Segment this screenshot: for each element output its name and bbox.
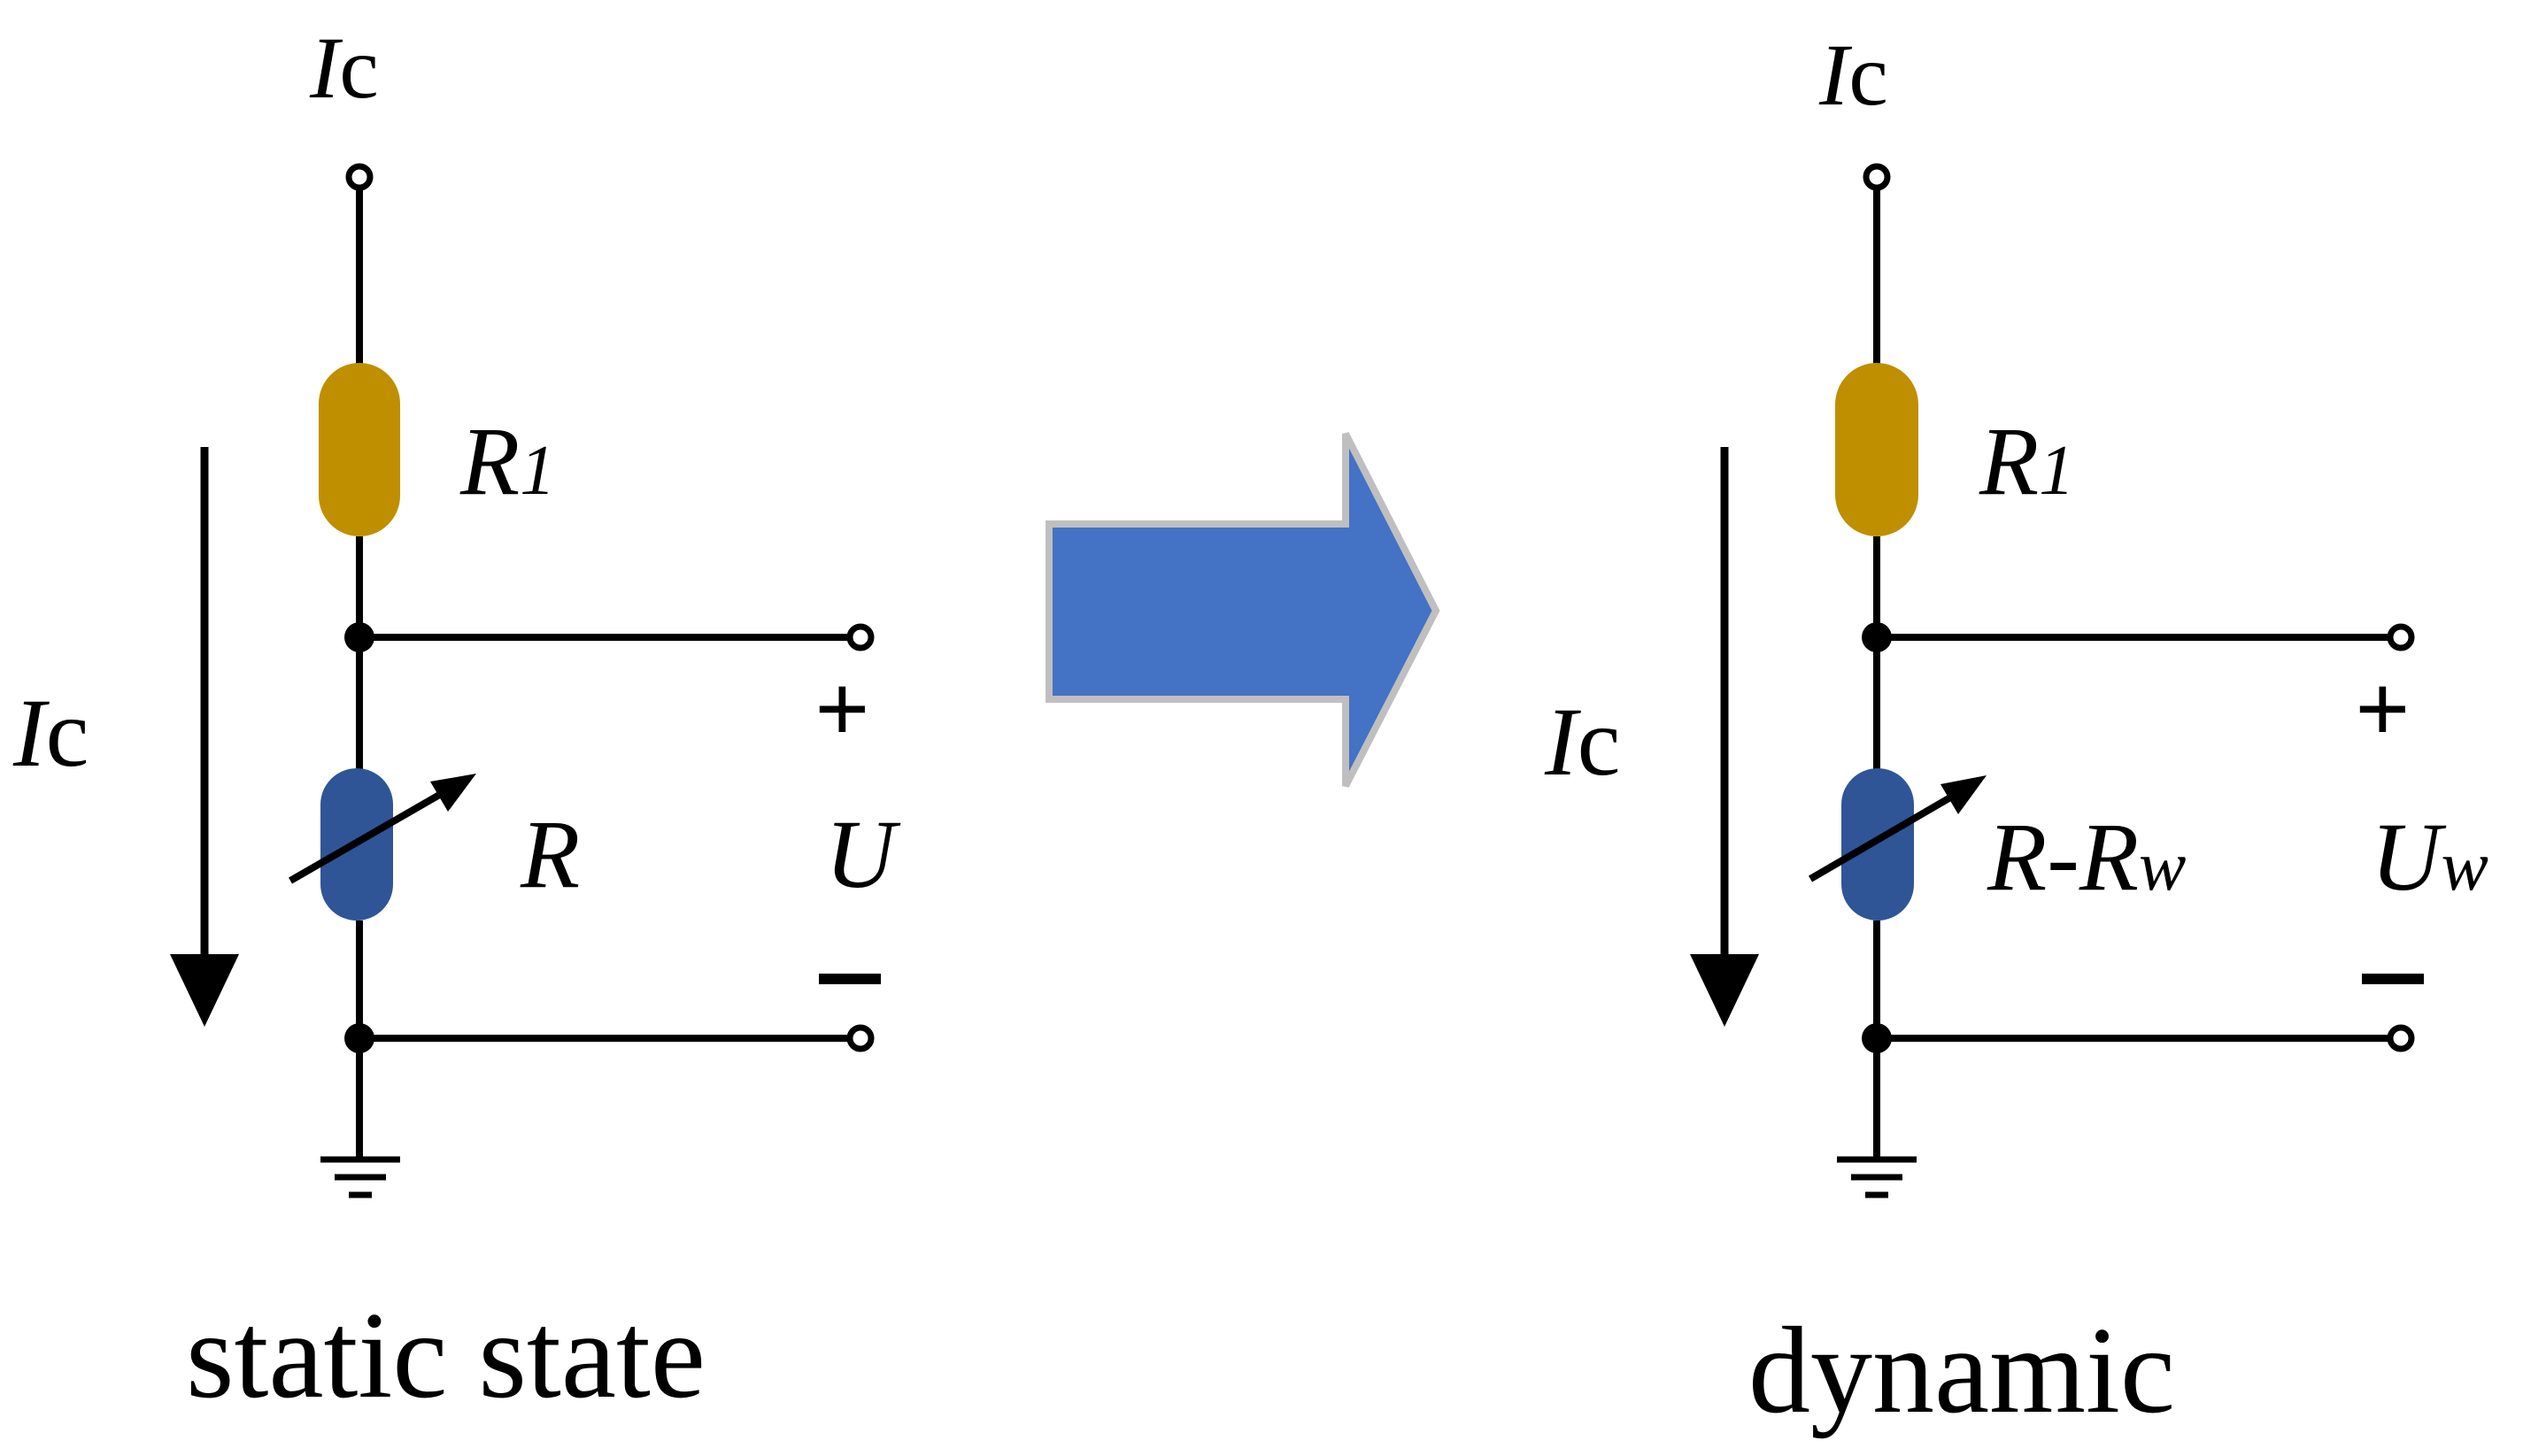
left-plus-sign: + bbox=[814, 655, 870, 763]
left-circuit: Ic R1 + R U Ic bbox=[12, 19, 901, 1424]
left-caption: static state bbox=[186, 1287, 706, 1424]
right-minus-terminal bbox=[2387, 1024, 2415, 1052]
left-minus-sign bbox=[819, 974, 881, 984]
right-ground-icon bbox=[1837, 1156, 1917, 1198]
right-circuit: Ic R1 + R-Rw Uw Ic dynamic bbox=[1544, 26, 2488, 1439]
left-plus-terminal bbox=[846, 623, 875, 651]
left-top-terminal bbox=[345, 163, 374, 191]
right-current-down-arrow-icon bbox=[1690, 954, 1759, 1027]
right-top-current-label: Ic bbox=[1818, 26, 1888, 124]
left-variable-arrow-shaft bbox=[289, 787, 449, 884]
right-r-label: R-Rw bbox=[1987, 803, 2186, 911]
right-r-resistor bbox=[1841, 768, 1914, 921]
left-r1-resistor bbox=[319, 363, 400, 536]
left-current-down-arrow-icon bbox=[170, 954, 239, 1027]
right-plus-sign: + bbox=[2355, 655, 2411, 763]
right-plus-terminal bbox=[2387, 623, 2415, 651]
left-r-label: R bbox=[520, 800, 580, 908]
left-r1-label: R1 bbox=[459, 407, 555, 515]
right-side-current-label: Ic bbox=[1544, 688, 1620, 796]
right-r1-resistor bbox=[1835, 363, 1918, 536]
left-voltage-label: U bbox=[825, 800, 901, 908]
right-caption: dynamic bbox=[1748, 1302, 2175, 1439]
right-top-terminal bbox=[1863, 163, 1891, 191]
right-minus-sign bbox=[2362, 974, 2424, 984]
left-top-current-label: Ic bbox=[309, 19, 379, 117]
left-minus-terminal bbox=[846, 1024, 875, 1052]
right-voltage-label: Uw bbox=[2371, 803, 2488, 911]
right-variable-arrow-icon bbox=[1940, 775, 1987, 814]
transition-right-arrow-icon bbox=[1045, 432, 1440, 788]
right-variable-arrow-shaft bbox=[1808, 790, 1959, 882]
left-ground-icon bbox=[320, 1156, 400, 1198]
left-side-current-label: Ic bbox=[12, 679, 89, 787]
right-r1-label: R1 bbox=[1979, 407, 2074, 515]
left-variable-arrow-icon bbox=[430, 774, 476, 812]
